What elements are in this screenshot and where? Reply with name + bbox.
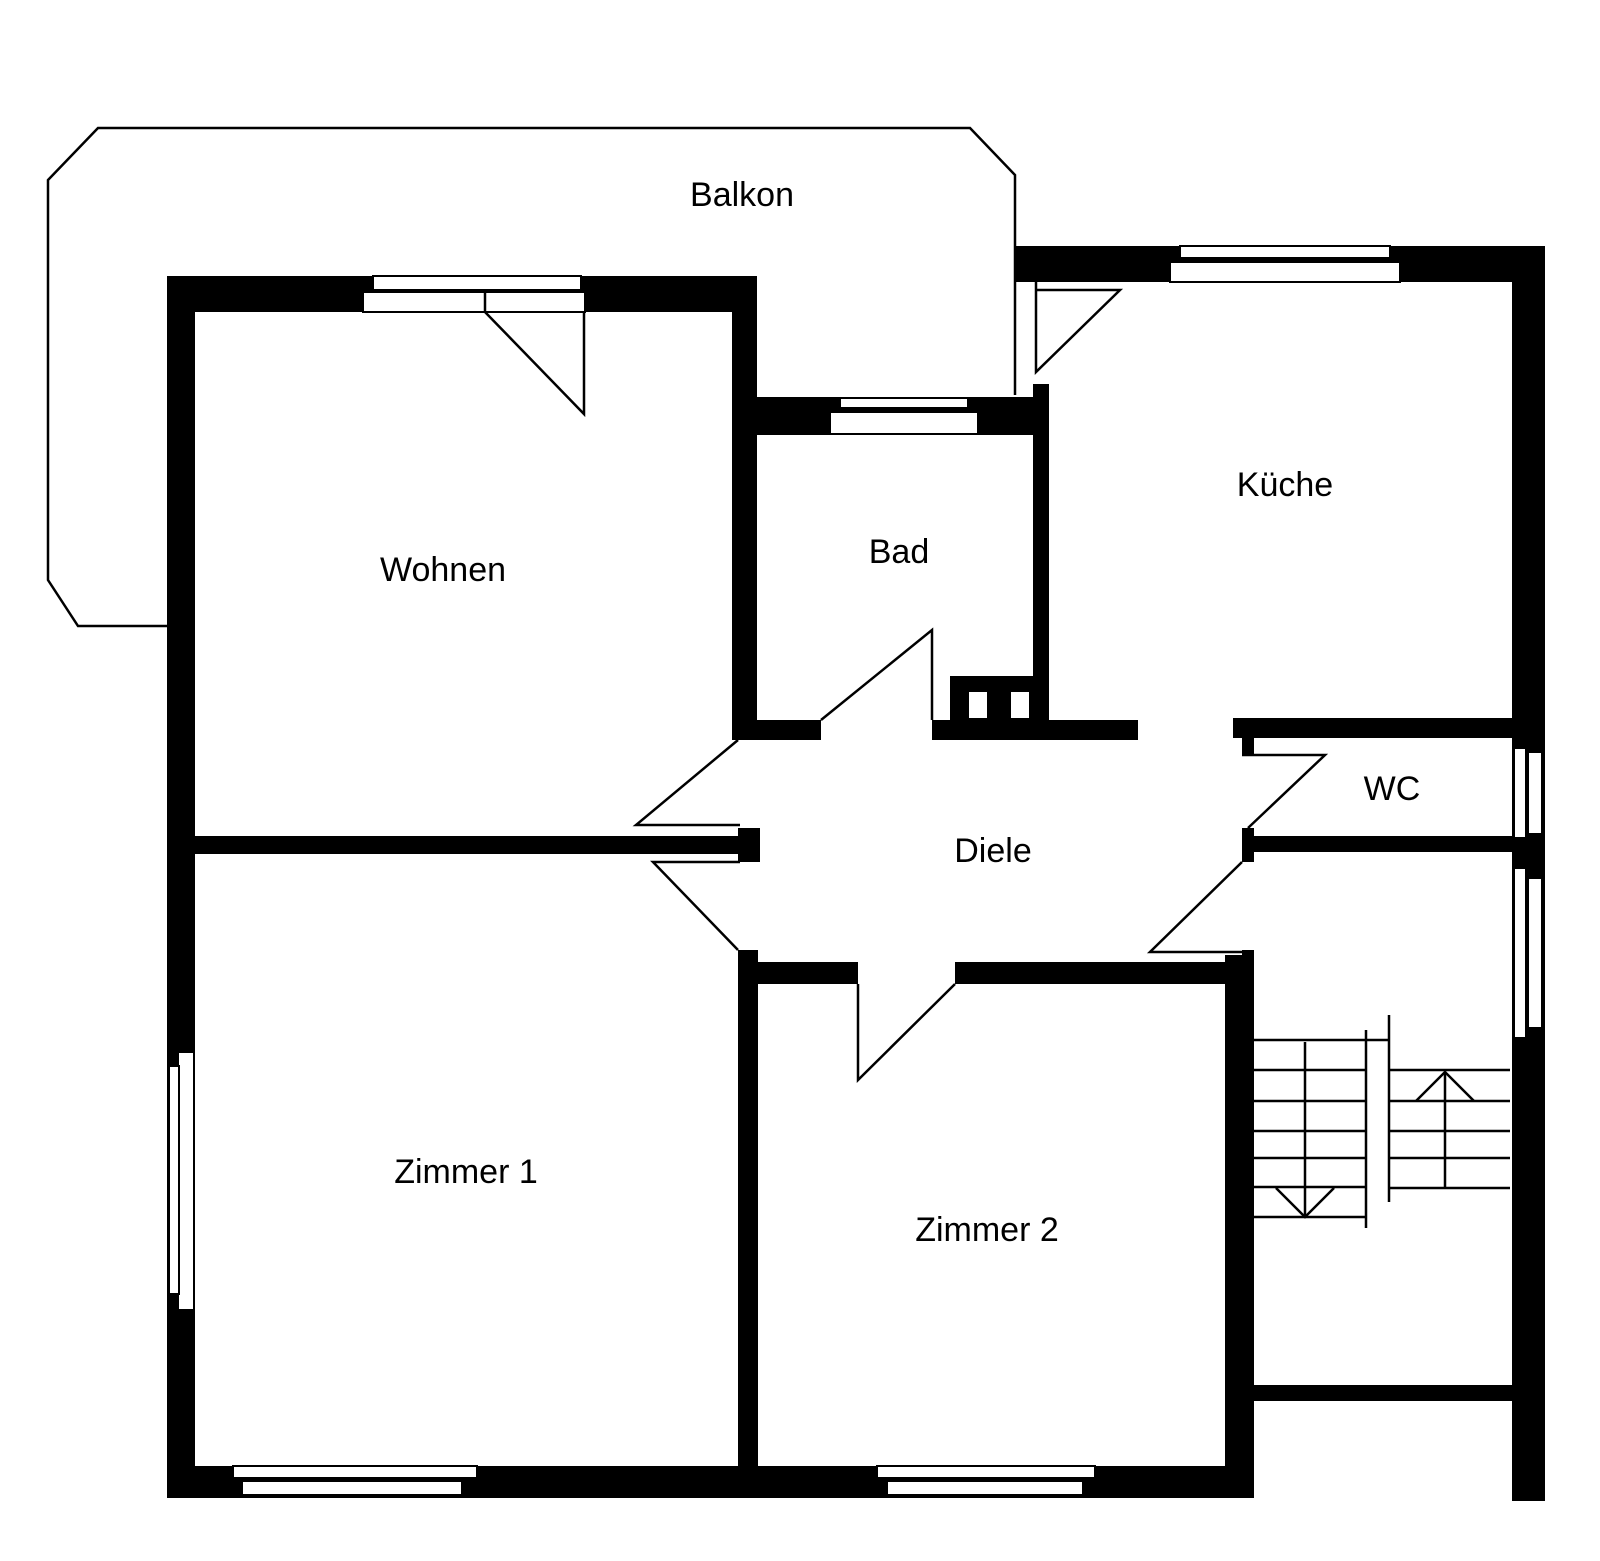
- room-label-kueche: Küche: [1237, 466, 1333, 504]
- staircase: [1254, 1015, 1510, 1228]
- doors: [483, 282, 1329, 1083]
- room-label-balkon: Balkon: [690, 176, 794, 214]
- room-label-bad: Bad: [869, 533, 930, 571]
- room-label-wc: WC: [1364, 770, 1421, 808]
- room-label-diele: Diele: [954, 832, 1031, 870]
- room-labels: Balkon Wohnen Bad Küche WC Diele Zimmer …: [380, 176, 1420, 1249]
- windows: [168, 245, 1543, 1496]
- balcony-outline: [46, 126, 1017, 628]
- room-label-zimmer1: Zimmer 1: [394, 1153, 538, 1191]
- room-label-wohnen: Wohnen: [380, 551, 506, 589]
- room-label-zimmer2: Zimmer 2: [915, 1211, 1059, 1249]
